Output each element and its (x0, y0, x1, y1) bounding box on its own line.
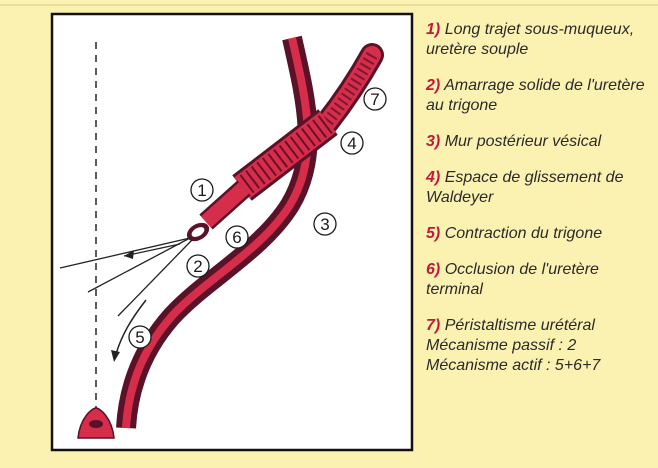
legend-number: 1) (426, 21, 440, 38)
ureter-diagram: 1 2 3 4 5 6 7 (0, 0, 420, 468)
legend-item-2: 2) Amarrage solide de l'uretère au trigo… (426, 76, 654, 116)
legend: 1) Long trajet sous-muqueux, uretère sou… (426, 20, 654, 376)
legend-number: 6) (426, 261, 440, 278)
svg-text:2: 2 (193, 257, 202, 276)
passive-mechanism: Mécanisme passif : 2 (426, 336, 654, 356)
legend-number: 3) (426, 133, 440, 150)
legend-text: Contraction du trigone (445, 225, 602, 242)
svg-text:5: 5 (135, 328, 144, 347)
active-mechanism: Mécanisme actif : 5+6+7 (426, 356, 654, 376)
svg-text:6: 6 (232, 228, 241, 247)
legend-number: 7) (426, 317, 440, 334)
marker-7: 7 (364, 88, 386, 110)
legend-text: Péristaltisme urétéral (445, 317, 595, 334)
marker-3: 3 (314, 213, 336, 235)
legend-text: Long trajet sous-muqueux, uretère souple (426, 21, 634, 58)
legend-item-5: 5) Contraction du trigone (426, 224, 654, 244)
legend-item-4: 4) Espace de glissement de Waldeyer (426, 168, 654, 208)
bladder-neck-opening (89, 420, 103, 428)
marker-1: 1 (191, 179, 213, 201)
legend-item-7: 7) Péristaltisme urétéral Mécanisme pass… (426, 316, 654, 376)
marker-2: 2 (187, 255, 209, 277)
marker-5: 5 (129, 326, 151, 348)
legend-number: 4) (426, 169, 440, 186)
svg-text:7: 7 (370, 90, 379, 109)
legend-text: Mur postérieur vésical (445, 133, 602, 150)
legend-text: Espace de glissement de Waldeyer (426, 169, 623, 206)
legend-item-3: 3) Mur postérieur vésical (426, 132, 654, 152)
marker-4: 4 (341, 132, 363, 154)
legend-text: Occlusion de l'uretère terminal (426, 261, 599, 298)
legend-item-1: 1) Long trajet sous-muqueux, uretère sou… (426, 20, 654, 60)
svg-text:1: 1 (197, 181, 206, 200)
svg-text:4: 4 (347, 134, 356, 153)
legend-number: 5) (426, 225, 440, 242)
legend-number: 2) (426, 77, 440, 94)
svg-text:3: 3 (320, 215, 329, 234)
marker-6: 6 (226, 226, 248, 248)
legend-text: Amarrage solide de l'uretère au trigone (426, 77, 645, 114)
legend-item-6: 6) Occlusion de l'uretère terminal (426, 260, 654, 300)
